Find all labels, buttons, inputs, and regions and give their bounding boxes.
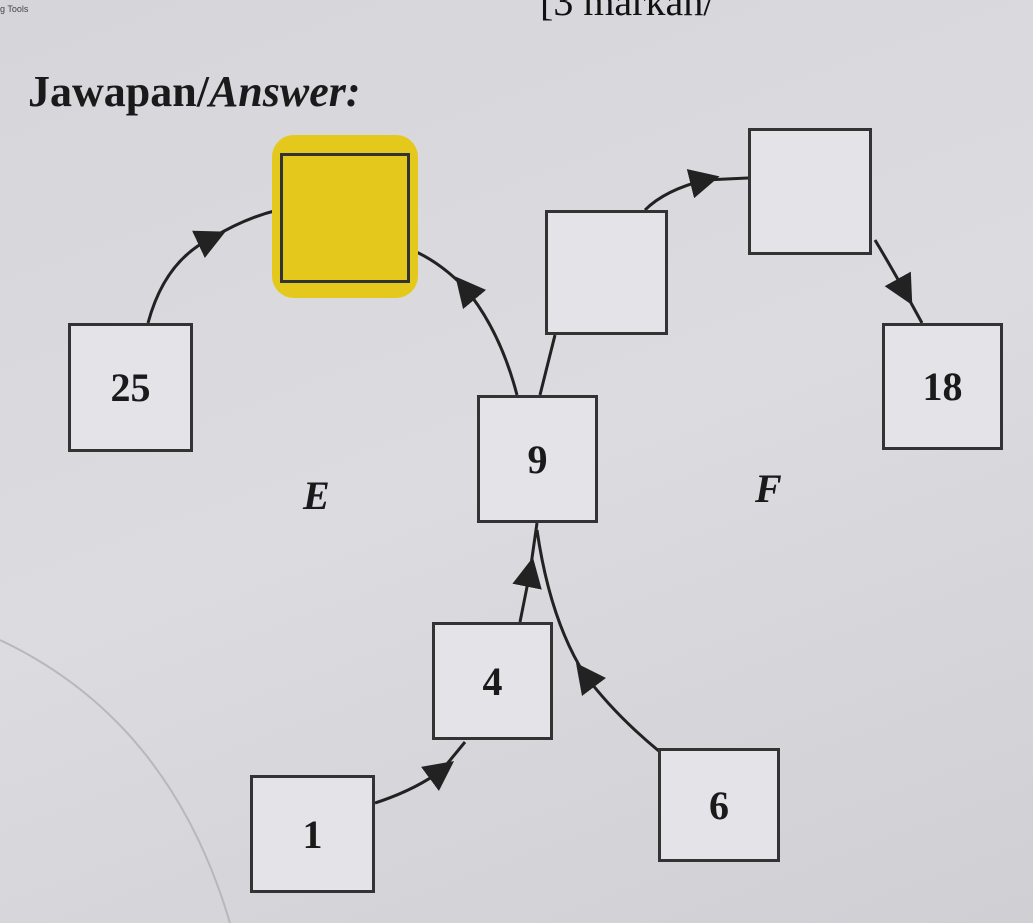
answer-heading-malay: Jawapan/ bbox=[28, 67, 209, 116]
tools-label: g Tools bbox=[0, 4, 29, 14]
page-curve bbox=[0, 639, 231, 923]
arrow-6-to-9 bbox=[575, 663, 661, 754]
box-9: 9 bbox=[477, 395, 598, 523]
answer-heading-english: Answer: bbox=[208, 67, 361, 116]
answer-heading: Jawapan/Answer: bbox=[28, 66, 361, 117]
arrow-4-to-9 bbox=[512, 557, 542, 623]
arrow-top-right-to-18 bbox=[873, 239, 913, 306]
marks-label: [3 markah/ bbox=[540, 0, 715, 24]
region-label-f: F bbox=[755, 466, 782, 511]
arrow-9-to-answer bbox=[455, 276, 519, 396]
arrow-top-middle-to-top-right bbox=[643, 169, 720, 212]
answer-box-highlighted[interactable] bbox=[280, 153, 410, 283]
box-4: 4 bbox=[432, 622, 553, 740]
blank-box-top-middle[interactable] bbox=[545, 210, 668, 335]
blank-box-top-right[interactable] bbox=[748, 128, 872, 255]
box-1: 1 bbox=[250, 775, 375, 893]
box-25: 25 bbox=[68, 323, 193, 452]
line-9-to-top-middle bbox=[538, 334, 557, 396]
arrow-25-to-answer bbox=[146, 230, 226, 324]
box-6: 6 bbox=[658, 748, 780, 862]
box-18: 18 bbox=[882, 323, 1003, 450]
region-label-e: E bbox=[303, 473, 330, 518]
arrow-1-to-4 bbox=[374, 761, 455, 805]
